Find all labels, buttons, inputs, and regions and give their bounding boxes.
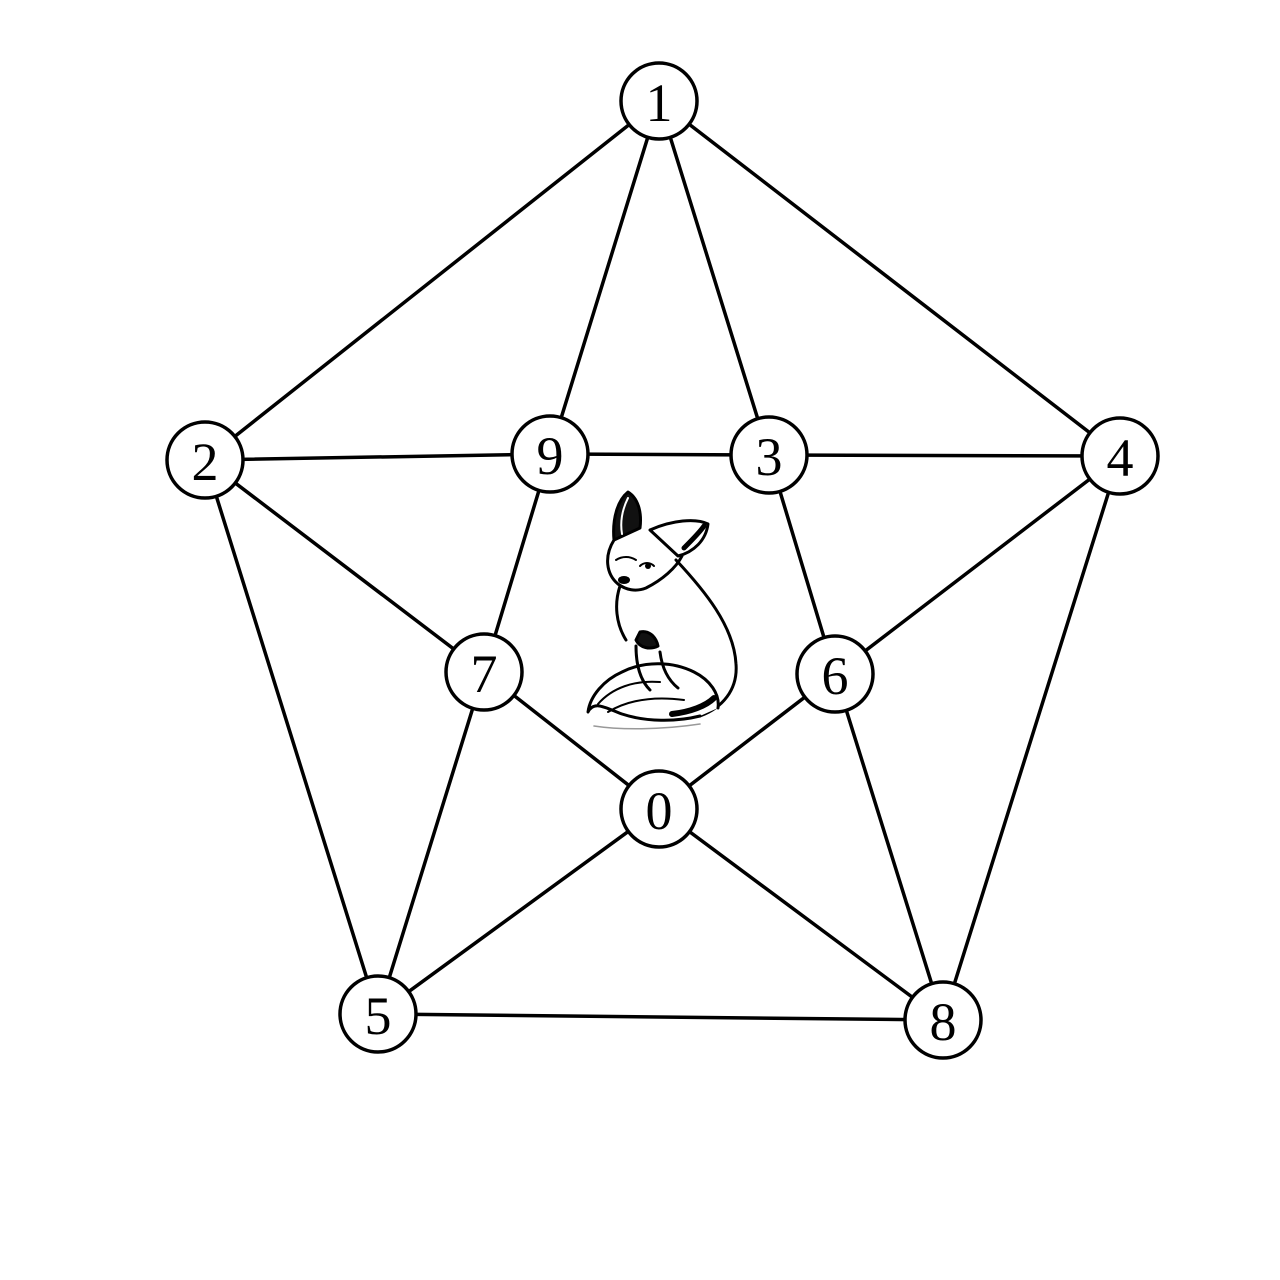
node-3: 3 xyxy=(729,415,809,495)
node-6: 6 xyxy=(795,634,875,714)
edge-1-9 xyxy=(548,99,661,456)
node-4: 4 xyxy=(1080,416,1160,496)
node-label-9: 9 xyxy=(537,426,564,486)
edge-1-4 xyxy=(657,99,1122,458)
node-1: 1 xyxy=(619,61,699,141)
node-label-4: 4 xyxy=(1107,428,1134,488)
node-circle-0 xyxy=(619,769,699,849)
node-circle-8 xyxy=(903,980,983,1060)
node-circle-4 xyxy=(1080,416,1160,496)
edge-0-8 xyxy=(657,807,945,1022)
edge-1-2 xyxy=(203,99,661,462)
node-label-5: 5 xyxy=(365,986,392,1046)
node-label-3: 3 xyxy=(756,427,783,487)
node-label-7: 7 xyxy=(471,644,498,704)
node-8: 8 xyxy=(903,980,983,1060)
node-circle-1 xyxy=(619,61,699,141)
graph-nodes: 1 2 9 3 4 7 6 0 5 8 xyxy=(165,61,1160,1060)
node-label-1: 1 xyxy=(646,73,673,133)
node-label-2: 2 xyxy=(192,432,219,492)
node-9: 9 xyxy=(510,414,590,494)
node-2: 2 xyxy=(165,420,245,500)
edge-2-7 xyxy=(203,458,486,674)
node-circle-3 xyxy=(729,415,809,495)
node-label-0: 0 xyxy=(646,781,673,841)
node-circle-7 xyxy=(444,632,524,712)
edge-2-5 xyxy=(203,458,380,1016)
node-7: 7 xyxy=(444,632,524,712)
node-5: 5 xyxy=(338,974,418,1054)
node-label-6: 6 xyxy=(822,646,849,706)
node-0: 0 xyxy=(619,769,699,849)
fox-icon xyxy=(586,490,738,730)
node-circle-6 xyxy=(795,634,875,714)
edge-2-9 xyxy=(203,452,552,462)
edge-4-8 xyxy=(941,454,1122,1022)
node-circle-9 xyxy=(510,414,590,494)
edge-1-3 xyxy=(657,99,771,457)
edge-7-5 xyxy=(376,670,486,1016)
node-circle-2 xyxy=(165,420,245,500)
edge-3-4 xyxy=(767,453,1122,458)
edge-0-5 xyxy=(376,807,661,1016)
node-label-8: 8 xyxy=(930,992,957,1052)
node-circle-5 xyxy=(338,974,418,1054)
edge-6-8 xyxy=(833,672,945,1022)
edge-5-8 xyxy=(376,1012,945,1022)
graph-edges xyxy=(203,99,1122,1022)
edge-4-6 xyxy=(833,454,1122,676)
